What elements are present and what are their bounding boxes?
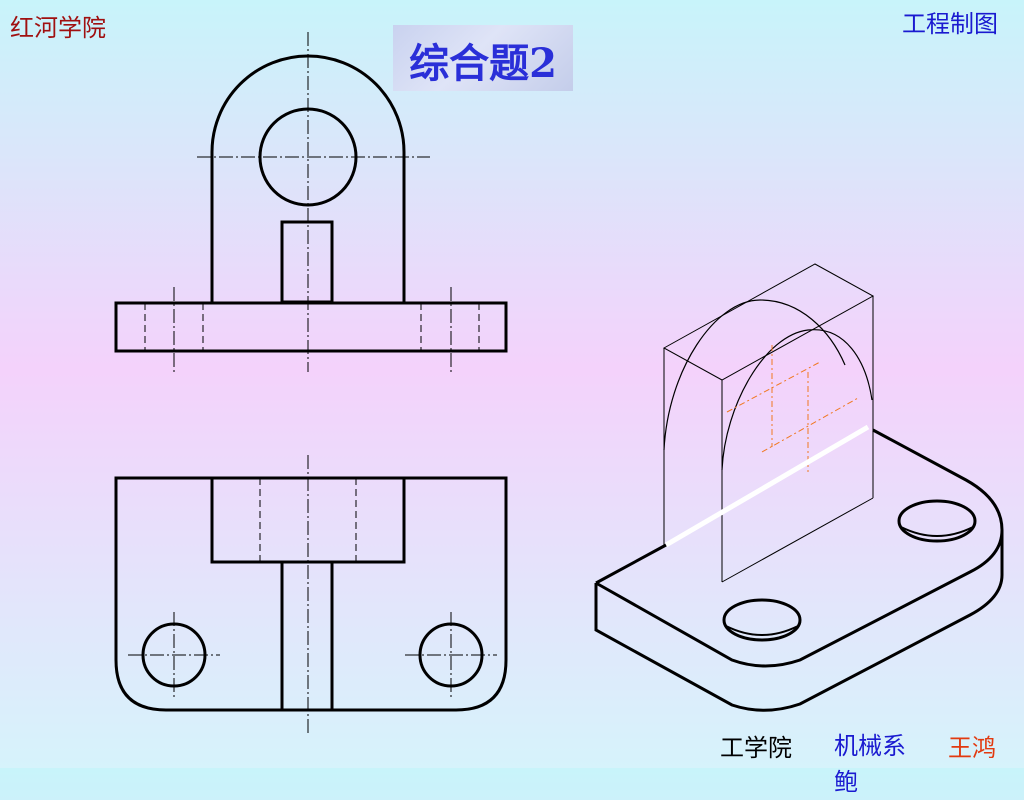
iso-hole-front xyxy=(722,598,802,642)
top-rib xyxy=(280,560,334,712)
iso-construction-box xyxy=(662,263,875,583)
iso-highlight-edge xyxy=(664,424,870,548)
footer-department: 机械系 鲍 xyxy=(834,732,906,796)
course-name: 工程制图 xyxy=(902,10,998,38)
iso-hole-back xyxy=(897,499,977,543)
iso-hole-back-inner xyxy=(900,526,974,537)
isometric-view xyxy=(594,263,1004,712)
iso-hole-front-inner xyxy=(725,625,799,636)
iso-base-thickness xyxy=(594,530,1004,712)
iso-base-top-face xyxy=(595,428,1004,668)
top-hidden-bore xyxy=(259,478,357,562)
top-base-outline xyxy=(114,476,508,712)
footer-college: 工学院 xyxy=(720,734,792,762)
footer-author: 王鸿 xyxy=(948,734,996,762)
iso-hidden-centerlines xyxy=(726,345,859,472)
top-centerlines xyxy=(128,455,497,735)
front-centerlines xyxy=(173,32,452,372)
front-view xyxy=(114,32,508,372)
school-name: 红河学院 xyxy=(10,14,106,42)
slide-title: 综合题2 xyxy=(409,40,557,87)
iso-upright-arcs xyxy=(663,299,873,471)
title-box: 综合题2 xyxy=(393,25,573,91)
drawing-canvas xyxy=(114,32,1004,735)
front-base-plate xyxy=(114,301,508,353)
front-rib xyxy=(280,220,334,304)
front-hidden-holes xyxy=(144,303,480,351)
top-view xyxy=(114,455,508,735)
